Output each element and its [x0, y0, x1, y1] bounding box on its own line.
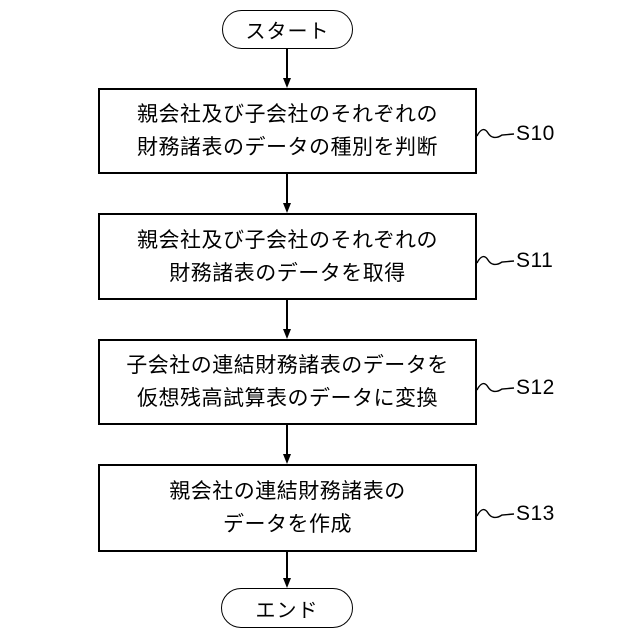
wavy-connector-icon	[477, 255, 515, 266]
step-id-label: S10	[516, 122, 555, 145]
step-id-label: S12	[516, 376, 555, 399]
step-id-label: S11	[516, 249, 554, 272]
process-step-s10: 親会社及び子会社のそれぞれの 財務諸表のデータの種別を判断	[98, 88, 477, 174]
flow-arrow-s11-to-s12	[286, 300, 288, 329]
step-label-s10: S10	[477, 120, 555, 148]
process-step-s11: 親会社及び子会社のそれぞれの 財務諸表のデータを取得	[98, 213, 477, 300]
process-step-s10-line1: 親会社及び子会社のそれぞれの	[137, 103, 438, 126]
wavy-connector-icon	[477, 508, 515, 519]
process-step-s10-line2: 財務諸表のデータの種別を判断	[137, 136, 438, 159]
process-step-s12-line2: 仮想残高試算表のデータに変換	[137, 387, 438, 410]
step-label-s13: S13	[477, 500, 555, 528]
process-step-s12: 子会社の連結財務諸表のデータを 仮想残高試算表のデータに変換	[98, 339, 477, 425]
process-step-s11-line2: 財務諸表のデータを取得	[169, 261, 406, 285]
process-step-s13-line1: 親会社の連結財務諸表の	[169, 480, 406, 503]
end-terminal: エンド	[221, 588, 353, 628]
flow-arrow-s10-to-s11	[286, 174, 288, 203]
end-terminal-label: エンド	[255, 599, 319, 622]
process-step-s11-line1: 親会社及び子会社のそれぞれの	[137, 228, 438, 252]
process-step-s13: 親会社の連結財務諸表の データを作成	[98, 464, 477, 552]
step-id-label: S13	[516, 502, 555, 525]
start-terminal-label: スタート	[245, 21, 330, 43]
step-label-s11: S11	[477, 247, 553, 275]
wavy-connector-icon	[477, 382, 515, 393]
start-terminal: スタート	[222, 10, 353, 49]
process-step-s12-line1: 子会社の連結財務諸表のデータを	[126, 354, 449, 377]
flow-arrow-s12-to-s13	[286, 425, 288, 454]
flow-arrow-start-to-s10	[286, 49, 288, 78]
flow-arrow-s13-to-end	[286, 552, 288, 578]
process-step-s13-line2: データを作成	[223, 513, 352, 536]
step-label-s12: S12	[477, 374, 555, 402]
wavy-connector-icon	[477, 128, 515, 139]
